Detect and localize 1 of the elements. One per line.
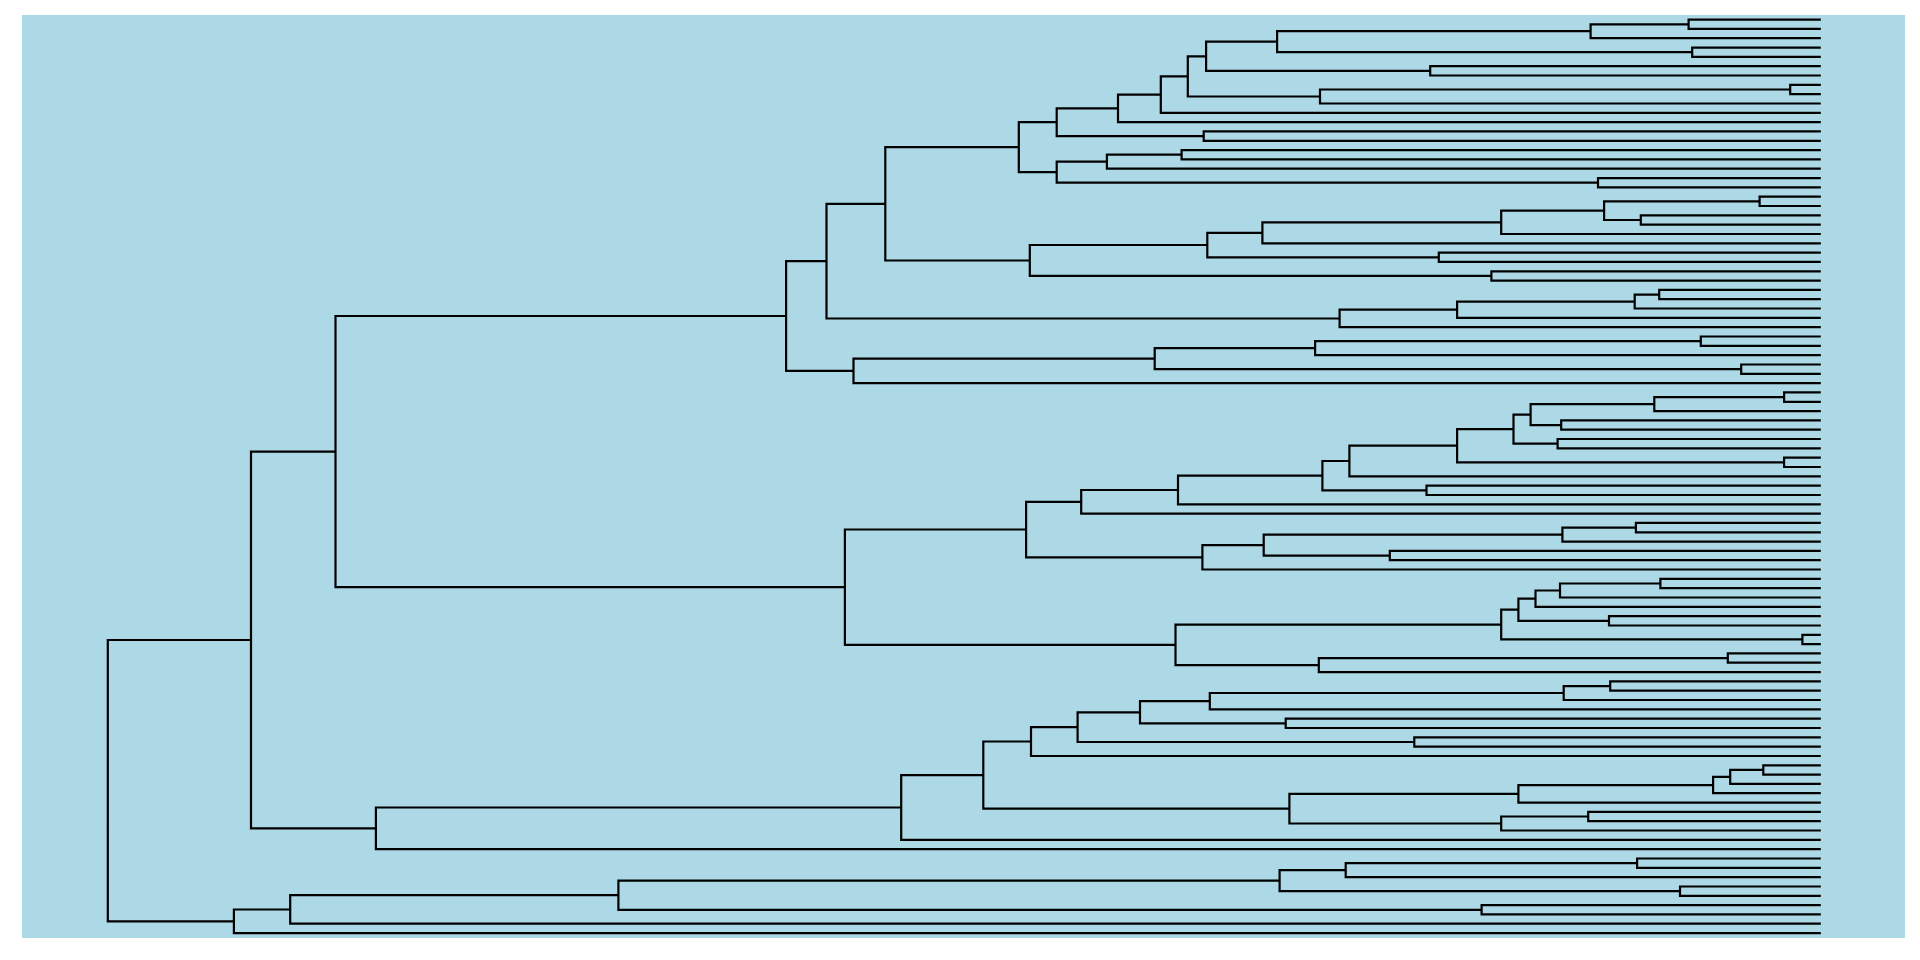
dendrogram-drawing (106, 18, 1822, 935)
